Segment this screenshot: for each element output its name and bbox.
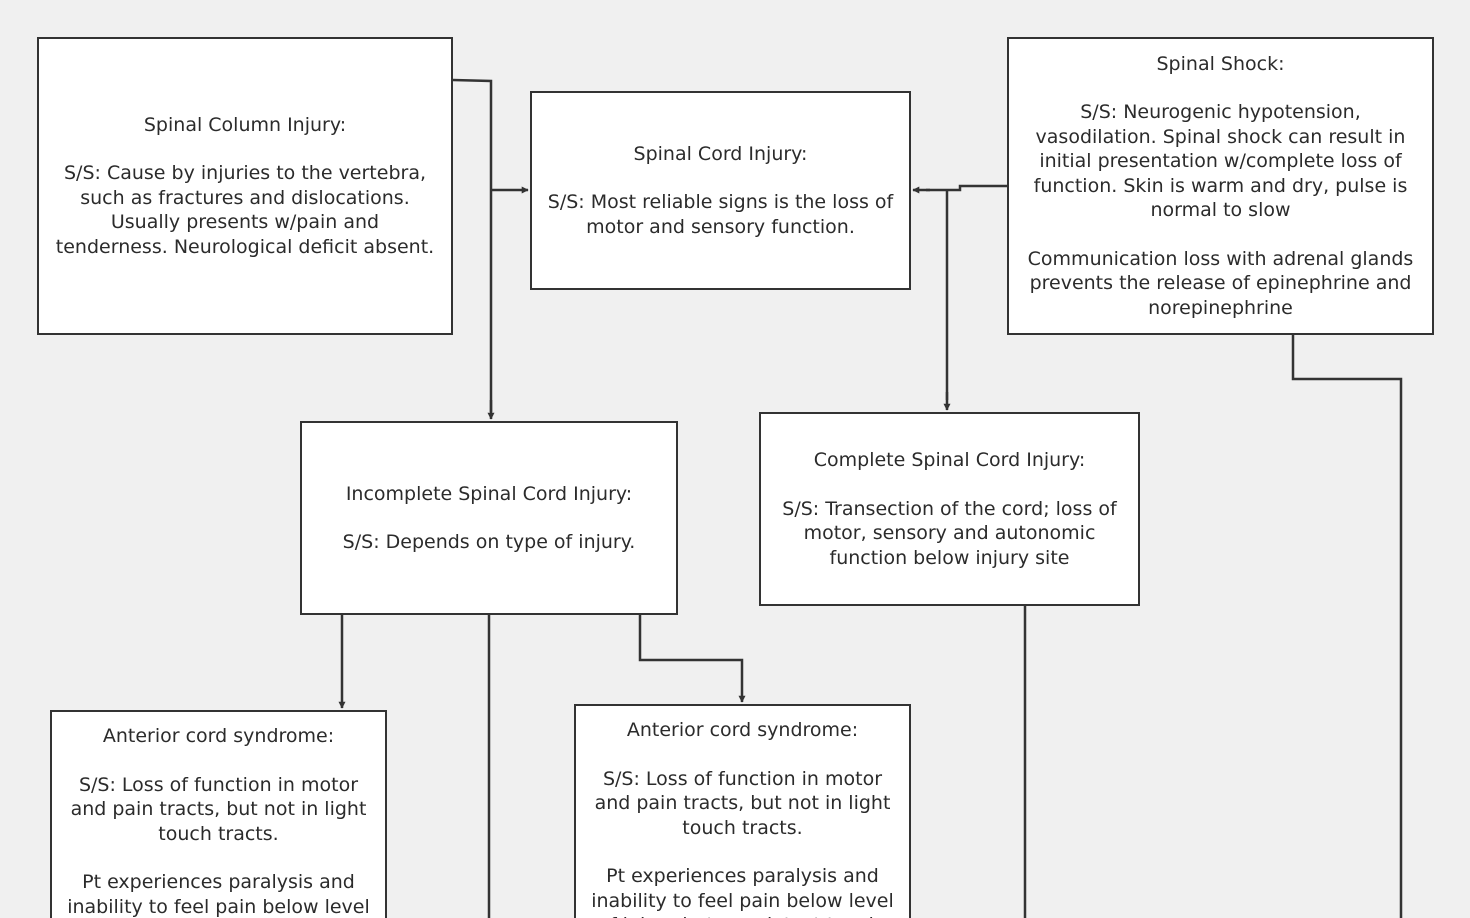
node-anterior-cord-syndrome-right[interactable]: Anterior cord syndrome: S/S: Loss of fun…	[574, 704, 911, 918]
node-title: Spinal Column Injury:	[143, 113, 347, 136]
connector-column-trunk	[452, 78, 493, 412]
node-extra: Pt experiences paralysis and inability t…	[591, 865, 894, 918]
node-anterior-cord-syndrome-left[interactable]: Anterior cord syndrome: S/S: Loss of fun…	[50, 710, 387, 918]
node-extra: Pt experiences paralysis and inability t…	[67, 871, 370, 918]
arrow-incomplete-to-anterior-right	[638, 615, 746, 703]
node-title: Anterior cord syndrome:	[626, 719, 859, 741]
node-spinal-column-injury[interactable]: Spinal Column Injury: S/S: Cause by inju…	[37, 37, 453, 335]
connector-shock-down	[1291, 335, 1403, 918]
node-body: S/S: Cause by injuries to the vertebra, …	[55, 162, 435, 258]
node-body: S/S: Transection of the cord; loss of mo…	[782, 497, 1117, 569]
node-extra: Communication loss with adrenal glands p…	[1027, 247, 1414, 319]
node-title: Incomplete Spinal Cord Injury:	[345, 482, 633, 505]
node-spinal-shock[interactable]: Spinal Shock: S/S: Neurogenic hypotensio…	[1007, 37, 1434, 335]
node-body: S/S: Neurogenic hypotension, vasodilatio…	[1033, 101, 1408, 222]
node-incomplete-spinal-cord-injury[interactable]: Incomplete Spinal Cord Injury: S/S: Depe…	[300, 421, 678, 615]
connector-shock-trunk	[926, 184, 1007, 192]
node-complete-spinal-cord-injury[interactable]: Complete Spinal Cord Injury: S/S: Transe…	[759, 412, 1140, 606]
node-body: S/S: Loss of function in motor and pain …	[594, 767, 891, 839]
node-title: Complete Spinal Cord Injury:	[813, 449, 1086, 471]
node-title: Spinal Shock:	[1156, 52, 1285, 75]
node-spinal-cord-injury[interactable]: Spinal Cord Injury: S/S: Most reliable s…	[530, 91, 911, 290]
node-body: S/S: Depends on type of injury.	[342, 531, 636, 553]
node-body: S/S: Most reliable signs is the loss of …	[547, 191, 894, 238]
node-body: S/S: Loss of function in motor and pain …	[70, 773, 367, 845]
node-title: Anterior cord syndrome:	[102, 725, 335, 747]
node-title: Spinal Cord Injury:	[633, 142, 808, 165]
